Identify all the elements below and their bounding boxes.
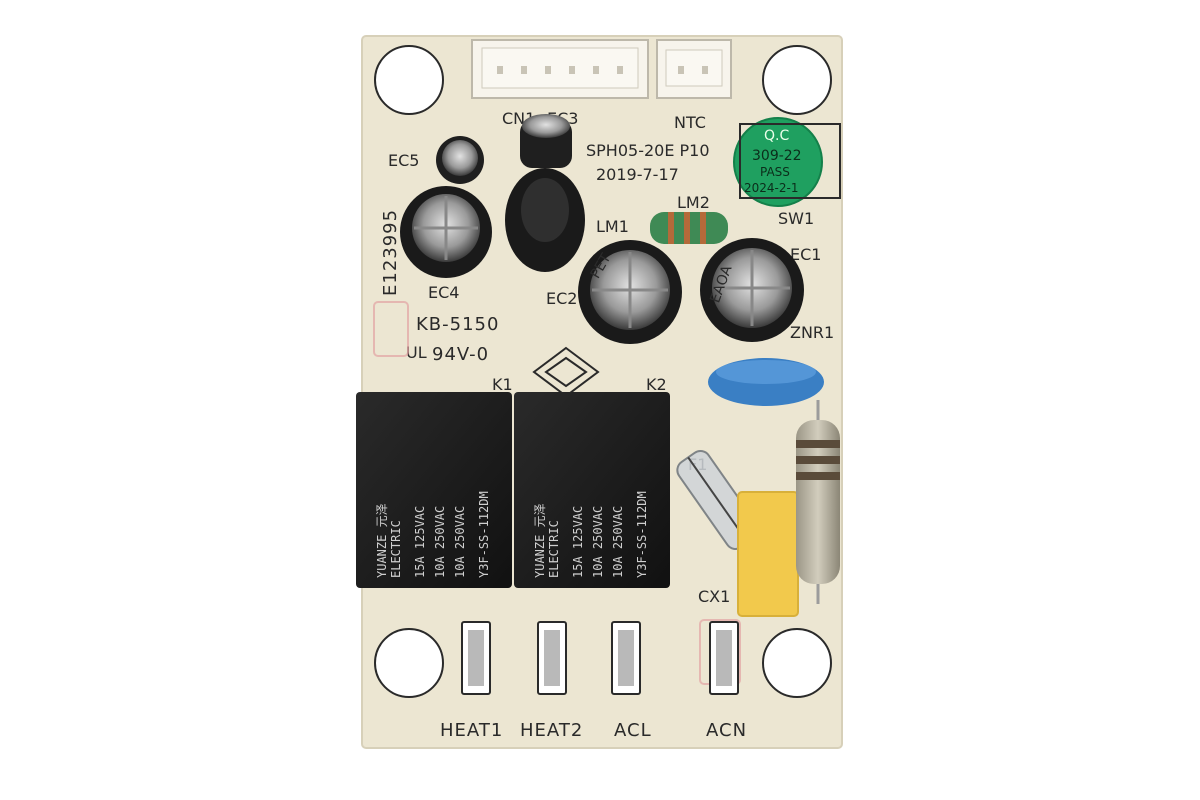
terminal-heat2: [537, 621, 567, 695]
relay-k2-rating1: 15A 125VAC: [571, 506, 585, 578]
znr1-varistor: [708, 358, 824, 406]
terminal-acn: [709, 621, 739, 695]
sw1-label: SW1: [778, 209, 814, 228]
relay-k1-rating2: 10A 250VAC: [433, 506, 447, 578]
qc-line2: 309-22: [752, 148, 802, 164]
ul-mark: UL: [406, 343, 427, 362]
mounting-hole-bottom-left: [374, 628, 444, 698]
qc-sticker-disc: [733, 117, 823, 207]
qc-line4: 2024-2-1: [744, 181, 798, 195]
mounting-hole-top-right: [762, 45, 832, 115]
terminal-label-acn: ACN: [706, 720, 747, 741]
qc-sticker: Q.C 309-22 PASS 2024-2-1: [733, 117, 841, 207]
k1-label: K1: [492, 375, 513, 394]
relay-k1-rating1: 15A 125VAC: [413, 506, 427, 578]
relay-k2: YUANZE 元泽 ELECTRIC 15A 125VAC 10A 250VAC…: [514, 392, 670, 588]
model-text: SPH05-20E P10: [586, 141, 710, 160]
kb-code: KB-5150: [416, 314, 499, 335]
lm1-inductor: [505, 168, 585, 272]
lm2-label: LM2: [677, 193, 710, 212]
terminal-acl: [611, 621, 641, 695]
ntc-connector: [656, 39, 732, 99]
ec2-capacitor: PET: [578, 240, 682, 344]
terminal-label-acl: ACL: [614, 720, 652, 741]
terminal-heat1: [461, 621, 491, 695]
ntc-label: NTC: [674, 113, 706, 132]
date-text: 2019-7-17: [596, 165, 679, 184]
lm1-label: LM1: [596, 217, 629, 236]
relay-k1-brand2: ELECTRIC: [389, 520, 403, 578]
ec1-capacitor: EAOA: [700, 238, 804, 342]
relay-k1-rating3: 10A 250VAC: [453, 506, 467, 578]
power-resistor: [796, 400, 840, 604]
k2-label: K2: [646, 375, 667, 394]
terminal-label-heat1: HEAT1: [440, 720, 503, 741]
lm2-inductor: [650, 212, 728, 244]
ec5-label: EC5: [388, 151, 419, 170]
relay-k1: YUANZE 元泽 ELECTRIC 15A 125VAC 10A 250VAC…: [356, 392, 512, 588]
ec5-capacitor: [436, 136, 484, 184]
relay-k1-model: Y3F-SS-112DM: [477, 491, 491, 578]
relay-k2-brand2: ELECTRIC: [547, 520, 561, 578]
relay-k2-rating2: 10A 250VAC: [591, 506, 605, 578]
ec3-capacitor: [520, 114, 572, 168]
cx1-label: CX1: [698, 587, 730, 606]
mounting-holes: [374, 45, 832, 698]
cx1-capacitor: [737, 491, 799, 617]
znr1-label: ZNR1: [790, 323, 834, 342]
mounting-hole-bottom-right: [762, 628, 832, 698]
relay-k2-rating3: 10A 250VAC: [611, 506, 625, 578]
relay-k1-brand: YUANZE 元泽: [375, 503, 389, 578]
ec1-label: EC1: [790, 245, 821, 264]
ec4-label: EC4: [428, 283, 459, 302]
ul-rating: 94V-0: [432, 344, 489, 365]
relay-k2-model: Y3F-SS-112DM: [635, 491, 649, 578]
ec2-label: EC2: [546, 289, 577, 308]
terminal-label-heat2: HEAT2: [520, 720, 583, 741]
ec4-capacitor: [400, 186, 492, 278]
cn1-connector: [471, 39, 649, 99]
qc-line1: Q.C: [764, 128, 789, 144]
qc-line3: PASS: [760, 165, 790, 179]
part-number: E123995: [380, 209, 401, 296]
relay-k2-brand: YUANZE 元泽: [533, 503, 547, 578]
